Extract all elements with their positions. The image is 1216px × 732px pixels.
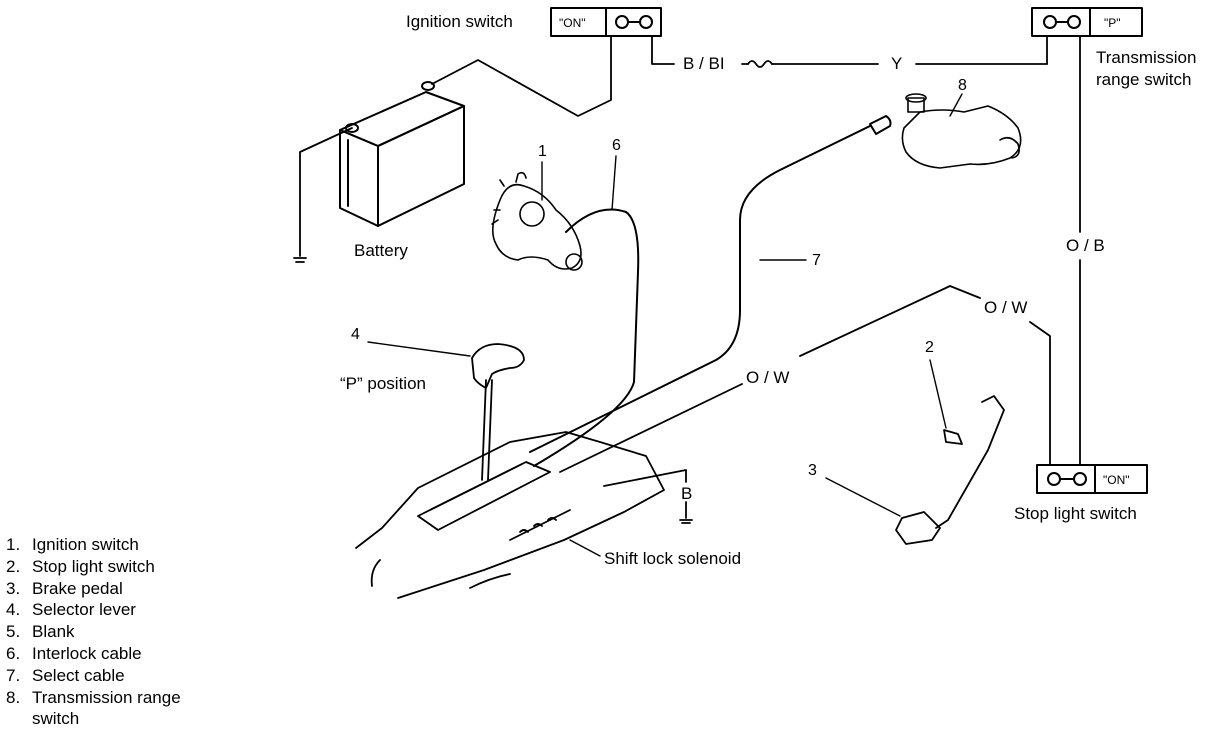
legend-item: 6.Interlock cable	[6, 643, 142, 663]
wire-ow-upper-label: O / W	[984, 298, 1028, 317]
range-p-label: "P"	[1104, 16, 1121, 30]
wiring	[293, 35, 1081, 524]
battery-label: Battery	[354, 241, 408, 260]
callout-1: 1	[538, 143, 547, 160]
p-position-label: “P” position	[340, 374, 426, 393]
wire-ow-lower	[559, 383, 743, 473]
stop-on-label: "ON"	[1103, 473, 1130, 487]
stop-light-switch-box	[1036, 464, 1148, 494]
ignition-on-label: "ON"	[559, 16, 586, 30]
wire-b	[603, 469, 687, 487]
selector-lever-graphic	[471, 343, 525, 481]
fuse-symbol	[747, 60, 773, 68]
wire-y-label: Y	[891, 54, 903, 73]
wire-bbl-label: B / BI	[683, 54, 725, 73]
wire-ow-upper	[1029, 321, 1051, 466]
shift-lock-solenoid-label: Shift lock solenoid	[604, 549, 742, 568]
legend-item: 2.Stop light switch	[6, 556, 155, 576]
ignition-switch-box	[550, 7, 662, 37]
callout-4: 4	[351, 326, 360, 343]
legend-item: 3.Brake pedal	[6, 578, 123, 598]
shift-console	[355, 431, 665, 599]
wire-battery-ground	[299, 127, 353, 257]
wire-bbl	[651, 35, 675, 65]
transmission-range-switch-label-1: Transmission	[1096, 48, 1197, 67]
select-cable-end	[869, 115, 892, 135]
ignition-key-cylinder	[491, 171, 583, 271]
interlock-cable	[533, 208, 640, 467]
transmission-range-switch-label-2: range switch	[1096, 70, 1192, 89]
wire-ow-lower-label: O / W	[746, 368, 790, 387]
callout-8: 8	[958, 77, 967, 94]
parts-legend: 1.Ignition switch 2.Stop light switch 3.…	[6, 534, 222, 730]
legend-item: 8.Transmission range switch	[6, 687, 181, 729]
battery-graphic	[339, 81, 465, 227]
callout-3: 3	[808, 462, 817, 479]
wire-ob-label: O / B	[1066, 236, 1105, 255]
legend-item: 4.Selector lever	[6, 600, 136, 620]
range-switch-box	[1031, 7, 1143, 37]
callout-2: 2	[925, 339, 934, 356]
brake-pedal-graphic	[895, 395, 1005, 545]
wire-ignition-battery	[431, 35, 612, 117]
wire-ow-mid	[799, 285, 981, 357]
select-cable	[529, 125, 871, 453]
range-switch-graphic	[901, 93, 1022, 169]
legend-item: 5.Blank	[6, 622, 75, 642]
wire-b-label: B	[681, 484, 693, 503]
legend-item: 1.Ignition switch	[6, 535, 139, 554]
callout-6: 6	[612, 137, 621, 154]
ignition-switch-label: Ignition switch	[406, 12, 513, 31]
legend-item: 7.Select cable	[6, 665, 125, 685]
stop-light-switch-label: Stop light switch	[1014, 504, 1137, 523]
leader-lines	[367, 93, 963, 557]
callout-7: 7	[812, 252, 821, 269]
